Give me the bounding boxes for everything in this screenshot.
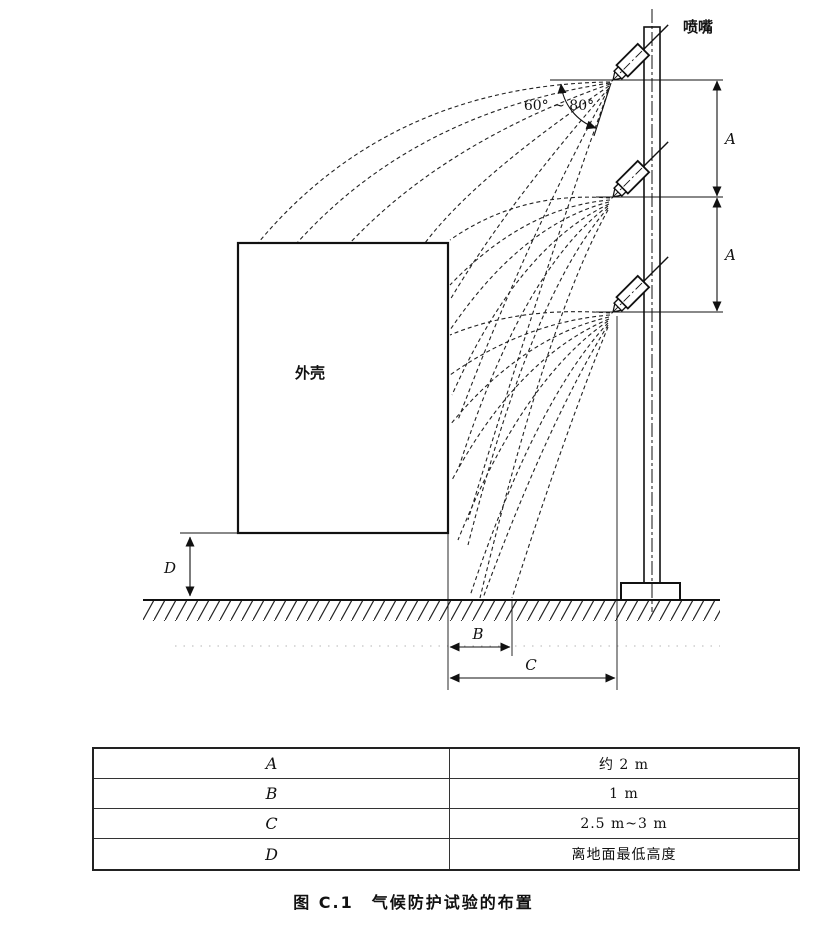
table-symbol-d: D: [94, 839, 450, 869]
table-value-c: 2.5 m~3 m: [450, 809, 798, 839]
dimension-spec-table: A 约 2 m B 1 m C 2.5 m~3 m D 离地面最低高度: [92, 747, 800, 871]
spray-fan-middle: [449, 196, 611, 599]
table-value-a: 约 2 m: [450, 749, 798, 779]
table-value-b: 1 m: [450, 779, 798, 809]
nozzle-pole-label: 喷嘴: [683, 18, 713, 36]
ground-hatch: [143, 601, 720, 621]
enclosure-label: 外壳: [294, 364, 325, 382]
dim-c-label: C: [525, 656, 537, 674]
nozzle-bottom: [605, 250, 675, 320]
table-symbol-b: B: [94, 779, 450, 809]
angle-arc: [557, 83, 597, 130]
dim-a1-label: A: [723, 130, 736, 148]
nozzle-top: [605, 18, 675, 88]
dim-b-label: B: [471, 625, 483, 643]
dim-d-label: D: [163, 559, 176, 577]
weather-test-diagram: 外壳 D 喷嘴 A A 60° ~ 80° B C: [143, 9, 736, 690]
pole-base: [620, 582, 681, 601]
spray-fan-bottom: [449, 311, 611, 599]
angle-axis-extension: [593, 82, 612, 137]
angle-label: 60° ~ 80°: [524, 98, 594, 114]
figure-caption: 图 C.1 气候防护试验的布置: [293, 893, 534, 912]
table-symbol-a: A: [94, 749, 450, 779]
enclosure-box: [236, 241, 450, 535]
dim-a2-label: A: [723, 246, 736, 264]
table-value-d: 离地面最低高度: [571, 847, 677, 863]
nozzle-middle: [605, 135, 675, 205]
table-symbol-c: C: [94, 809, 450, 839]
